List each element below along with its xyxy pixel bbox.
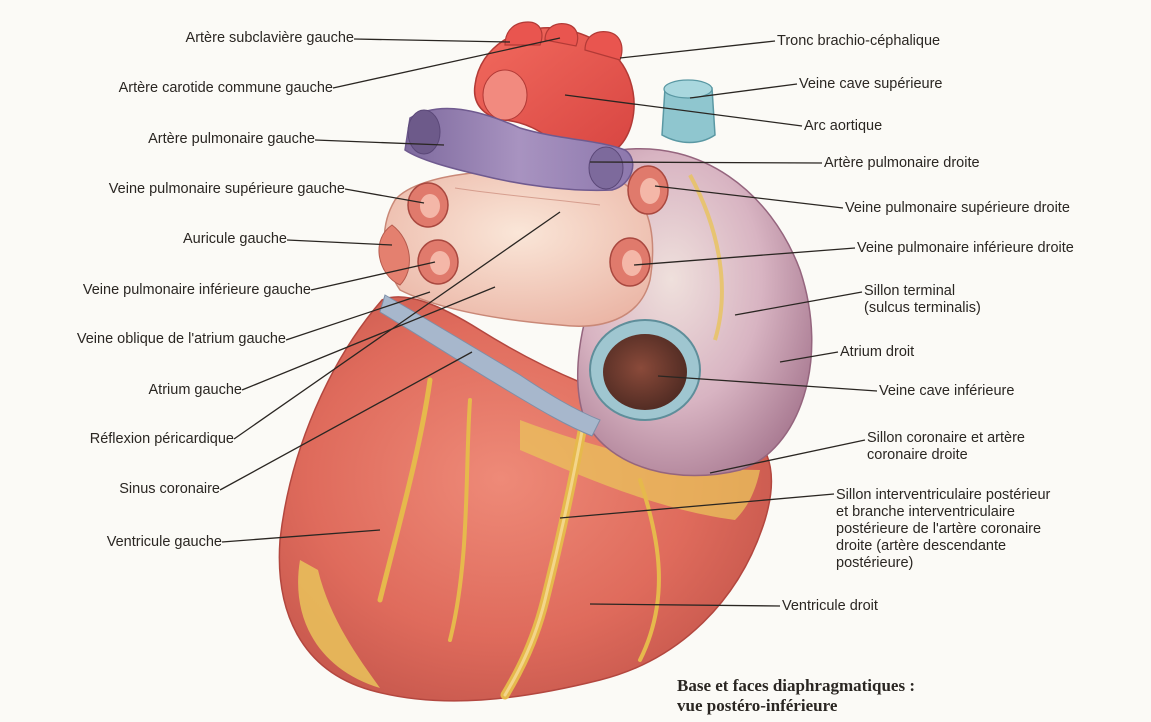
label-pericardial-reflection: Réflexion péricardique: [90, 431, 234, 448]
pulmonary-artery-right-lumen: [589, 147, 623, 189]
figure-caption-line-2: vue postéro-inférieure: [677, 696, 837, 716]
label-left-pulmonary-artery: Artère pulmonaire gauche: [148, 131, 315, 148]
label-posterior-interventricular-sulcus: Sillon interventriculaire postérieur et …: [836, 487, 1050, 572]
label-superior-vena-cava: Veine cave supérieure: [799, 76, 943, 93]
label-sulcus-terminalis: Sillon terminal (sulcus terminalis): [864, 283, 981, 317]
label-left-atrium: Atrium gauche: [149, 382, 243, 399]
label-aortic-arch: Arc aortique: [804, 118, 882, 135]
label-left-subclavian-artery: Artère subclavière gauche: [186, 30, 354, 47]
label-right-atrium: Atrium droit: [840, 344, 914, 361]
left-subclavian-artery-shape: [505, 22, 542, 45]
label-right-pulmonary-artery: Artère pulmonaire droite: [824, 155, 980, 172]
ivc-lumen: [603, 334, 687, 410]
pulmonary-artery-left-lumen: [408, 110, 440, 154]
figure-caption-line-1: Base et faces diaphragmatiques :: [677, 676, 915, 696]
label-inferior-vena-cava: Veine cave inférieure: [879, 383, 1014, 400]
label-oblique-vein: Veine oblique de l'atrium gauche: [77, 331, 286, 348]
label-right-superior-pulmonary-vein: Veine pulmonaire supérieure droite: [845, 200, 1070, 217]
label-brachiocephalic-trunk: Tronc brachio-céphalique: [777, 33, 940, 50]
pulmonary-vein-li: [418, 240, 458, 284]
label-left-ventricle: Ventricule gauche: [107, 534, 222, 551]
label-right-ventricle: Ventricule droit: [782, 598, 878, 615]
label-coronary-sulcus: Sillon coronaire et artère coronaire dro…: [867, 430, 1025, 464]
label-left-common-carotid-artery: Artère carotide commune gauche: [119, 80, 333, 97]
aorta-lumen: [483, 70, 527, 120]
label-left-auricle: Auricule gauche: [183, 231, 287, 248]
pulmonary-vein-rs: [628, 166, 668, 214]
label-left-superior-pulmonary-vein: Veine pulmonaire supérieure gauche: [109, 181, 345, 198]
label-left-inferior-pulmonary-vein: Veine pulmonaire inférieure gauche: [83, 282, 311, 299]
pulmonary-vein-ls: [408, 183, 448, 227]
pulmonary-vein-ri: [610, 238, 650, 286]
label-coronary-sinus: Sinus coronaire: [119, 481, 220, 498]
label-right-inferior-pulmonary-vein: Veine pulmonaire inférieure droite: [857, 240, 1074, 257]
svc-top: [664, 80, 712, 98]
